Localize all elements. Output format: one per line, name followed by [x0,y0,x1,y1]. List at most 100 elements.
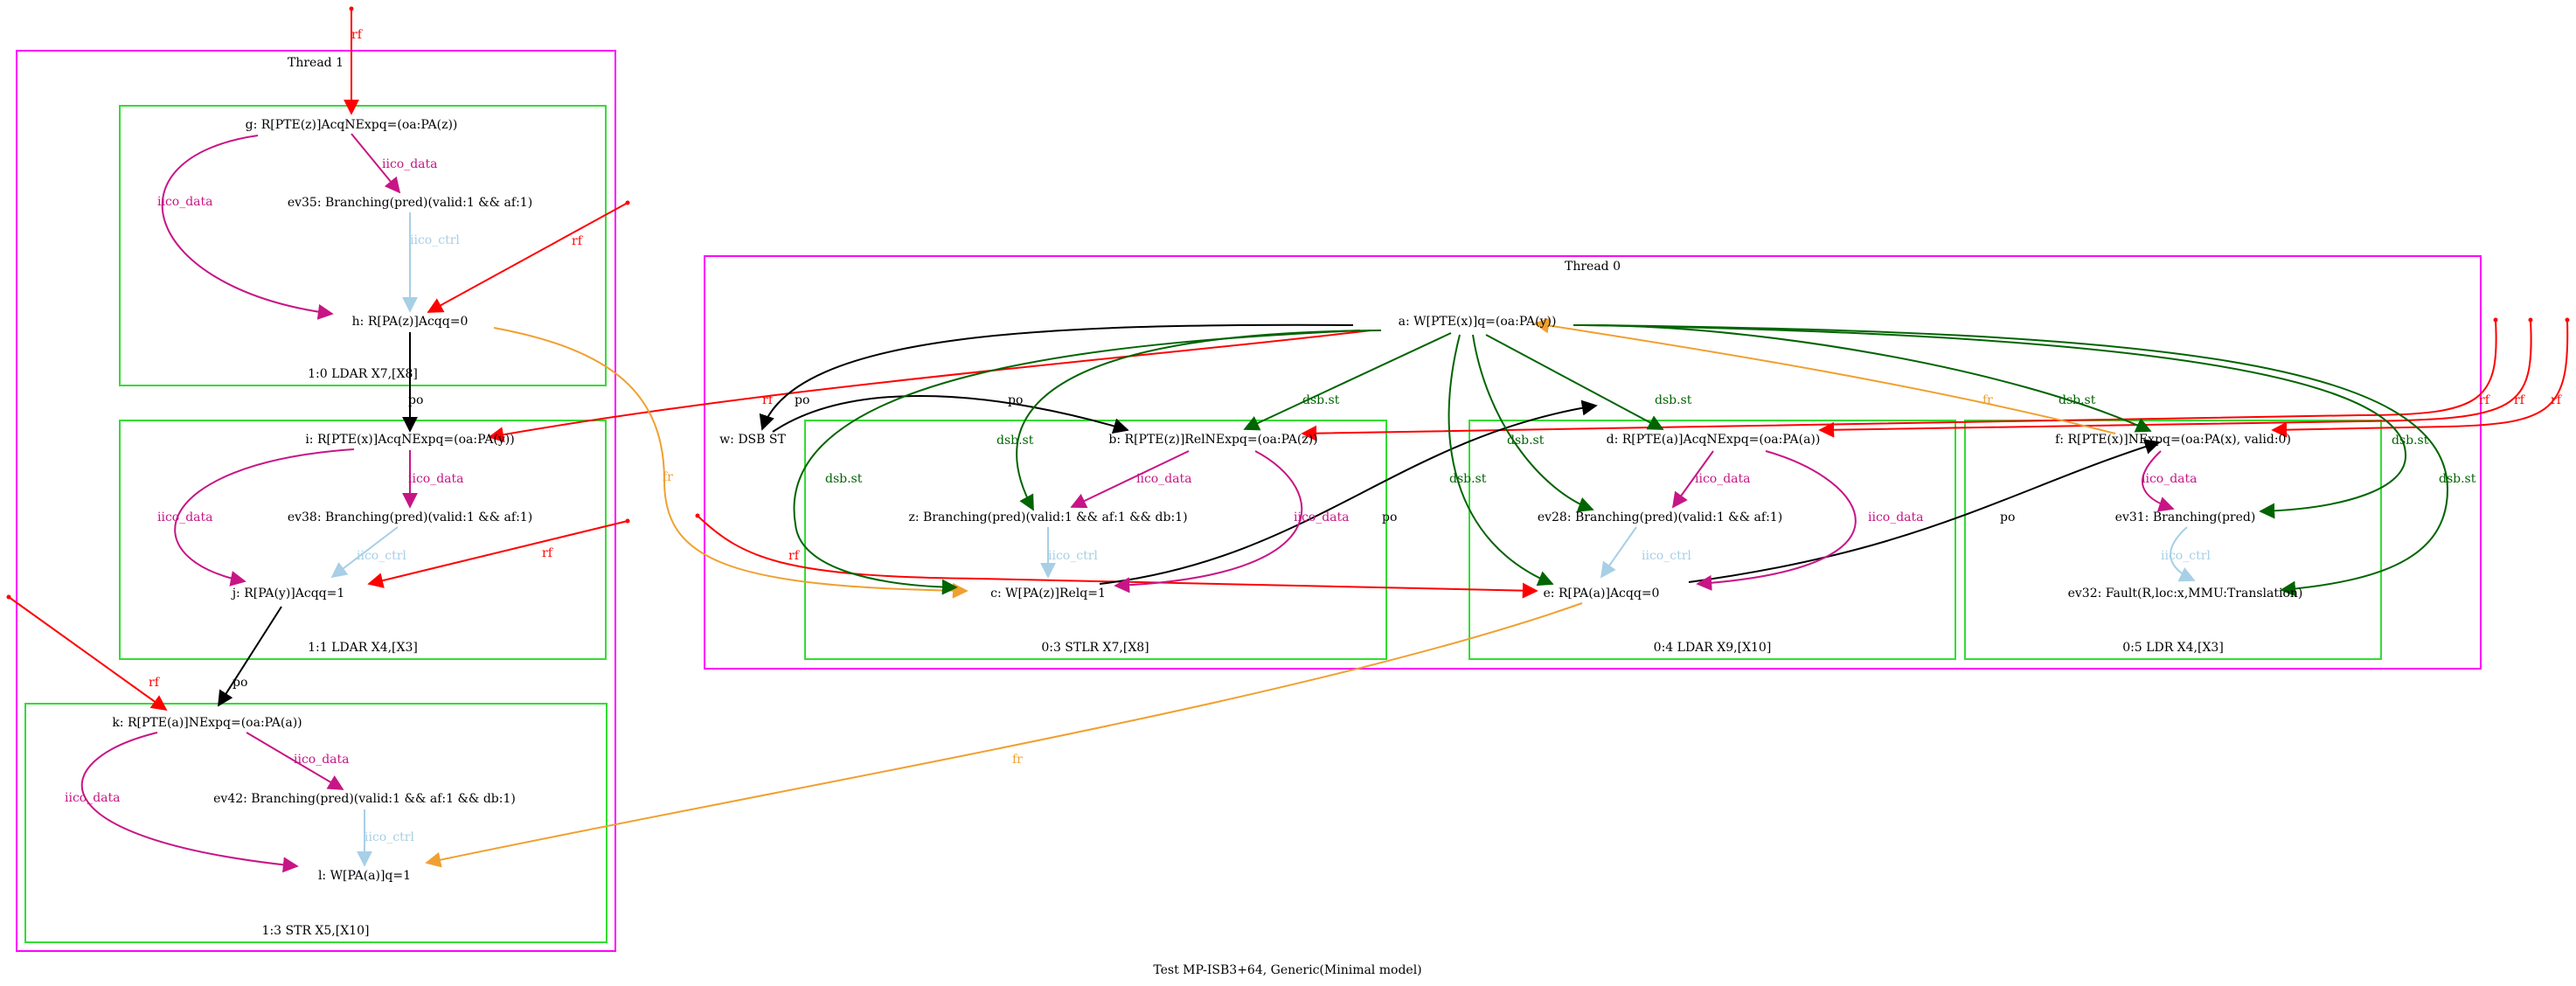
dsb-label: dsb.st [825,472,863,486]
iico-data-label: iico_data [157,195,213,209]
rf-edge [1818,319,2532,438]
rf-edge [427,202,628,313]
rf-label: rf [762,393,774,407]
instr-label: 1:3 STR X5,[X10] [262,924,370,938]
rf-edge [488,330,1371,443]
iico-data-edge [1114,450,1303,594]
node-i: i: R[PTE(x)]AcqNExpq=(oa:PA(y)) [305,433,514,447]
iico-ctrl-label: iico_ctrl [1048,549,1098,563]
rf-label: rf [351,28,364,42]
iico-data-label: iico_data [382,157,438,171]
init-point [349,6,354,11]
instr-label: 0:3 STLR X7,[X8] [1041,641,1149,655]
iico-ctrl-label: iico_ctrl [365,830,414,844]
node-e: e: R[PA(a)]Acqq=0 [1544,587,1660,601]
po-edge [1688,439,2161,583]
node-g: g: R[PTE(z)]AcqNExpq=(oa:PA(z)) [246,118,458,132]
po-label: po [2000,510,2015,524]
node-ev35: ev35: Branching(pred)(valid:1 && af:1) [288,196,532,210]
iico-data-label: iico_data [2142,472,2198,486]
rf-label: rf [2479,393,2491,407]
iico-ctrl-edge [330,526,399,579]
thread-1-cluster: Thread 1 [16,50,616,952]
iico-ctrl-edge [2170,526,2196,582]
rf-label: rf [2514,393,2526,407]
dsb-label: dsb.st [1655,393,1692,407]
fr-label: fr [663,470,673,484]
node-a: a: W[PTE(x)]q=(oa:PA(y)) [1399,315,1557,329]
node-l: l: W[PA(a)]q=1 [318,869,411,883]
po-edge [759,323,1354,431]
rf-label: rf [542,546,554,560]
dsb-edge [1243,332,1452,431]
dsb-edge [1448,334,1554,587]
fr-edge [425,602,1583,868]
iico-data-edge [351,133,401,194]
node-j: j: R[PA(y)]Acqq=1 [231,587,345,601]
po-label: po [408,393,423,407]
rf-edge [367,520,628,588]
rf-edge [2271,319,2569,438]
dsb-label: dsb.st [996,434,1034,448]
po-label: po [795,393,809,407]
iico-ctrl-label: iico_ctrl [1642,549,1691,563]
init-point [2528,317,2533,323]
fr-label: fr [1012,753,1023,767]
iico-ctrl-edge [1600,526,1637,579]
dsb-edge [1472,334,1594,512]
dsb-edge [1485,334,1664,430]
dsb-label: dsb.st [2439,472,2476,486]
po-edge [772,395,1129,434]
rf-label: rf [2551,393,2563,407]
instr-cluster-1-1: 1:1 LDAR X4,[X3] [119,420,607,660]
init-point [2565,317,2570,323]
iico-data-label: iico_data [157,510,213,524]
init-point [695,513,700,518]
iico-ctrl-label: iico_ctrl [2161,549,2211,563]
node-b: b: R[PTE(z)]RelNExpq=(oa:PA(z)) [1108,433,1317,447]
dsb-label: dsb.st [2059,393,2096,407]
diagram-caption: Test MP-ISB3+64, Generic(Minimal model) [1153,963,1421,977]
iico-data-edge [2142,450,2175,512]
instr-cluster-1-3: 1:3 STR X5,[X10] [24,703,608,943]
dsb-label: dsb.st [1507,434,1545,448]
dsb-label: dsb.st [1302,393,1340,407]
thread-0-cluster: Thread 0 [704,255,2482,670]
iico-data-label: iico_data [1136,472,1192,486]
po-edge [1099,399,1598,585]
init-point [625,518,630,524]
node-ev38: ev38: Branching(pred)(valid:1 && af:1) [288,510,532,524]
iico-data-edge [161,135,334,320]
iico-data-label: iico_data [294,753,350,767]
po-label: po [233,676,247,690]
iico-data-edge [246,732,344,790]
po-label: po [1382,510,1397,524]
thread-1-label: Thread 1 [288,56,344,70]
node-k: k: R[PTE(a)]NExpq=(oa:PA(a)) [112,716,302,730]
iico-ctrl-label: iico_ctrl [357,549,406,563]
node-z: z: Branching(pred)(valid:1 && af:1 && db… [908,510,1187,524]
iico-data-edge [174,448,355,587]
nodes: g: R[PTE(z)]AcqNExpq=(oa:PA(z)) ev35: Br… [112,118,2302,883]
instr-label: 1:0 LDAR X7,[X8] [308,367,418,381]
edges [6,6,2570,873]
po-edge [218,606,282,707]
iico-ctrl-label: iico_ctrl [410,233,460,247]
fr-label: fr [1982,393,1993,407]
dsb-edge [793,330,1361,595]
instr-cluster-1-0: 1:0 LDAR X7,[X8] [119,105,607,386]
iico-data-label: iico_data [408,472,464,486]
edge-labels: rf rf rf rf rf rf rf rf rf fr fr fr po p… [65,28,2563,844]
iico-data-label: iico_data [65,791,121,805]
fr-edge [493,327,969,599]
node-ev31: ev31: Branching(pred) [2115,510,2256,524]
node-w: w: DSB ST [719,433,786,447]
rf-edge [697,515,1538,599]
rf-label: rf [149,676,161,690]
iico-data-edge [1671,450,1714,509]
instr-cluster-0-5: 0:5 LDR X4,[X3] [1964,420,2382,660]
iico-data-edge [1696,450,1857,591]
instr-cluster-0-4: 0:4 LDAR X9,[X10] [1469,420,1956,660]
rf-edge [1301,319,2497,441]
